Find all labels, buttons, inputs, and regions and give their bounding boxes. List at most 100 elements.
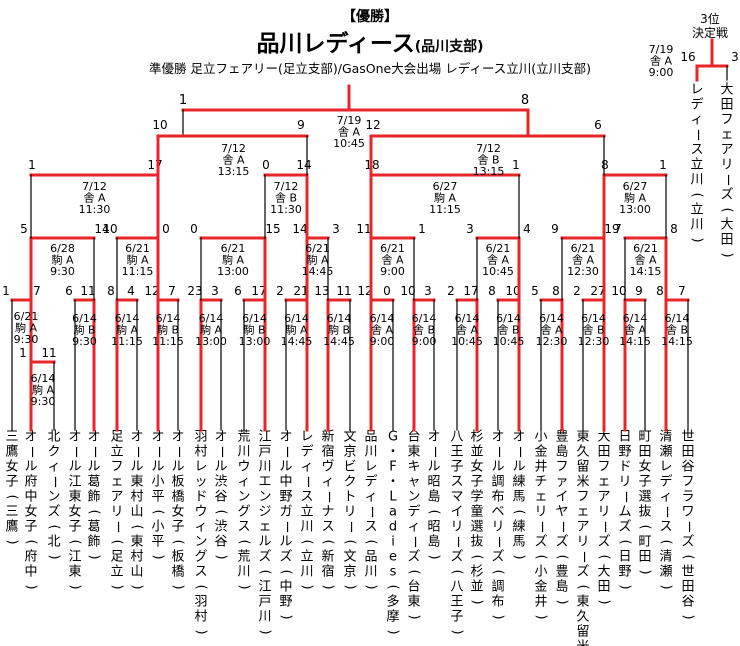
team-char: ス <box>300 490 313 505</box>
score: 10 <box>102 222 117 236</box>
schedule-text: 9:30 <box>72 335 97 348</box>
team-char: ー <box>618 490 633 503</box>
team-char: ヴ <box>321 459 334 475</box>
team-char: 子 <box>171 520 184 535</box>
team-char: 村 <box>130 490 143 505</box>
team-char: ル <box>512 460 525 475</box>
team-char: 府 <box>24 550 37 565</box>
team-char: オ <box>171 430 184 445</box>
team-char: 日 <box>618 550 631 565</box>
team-char: i <box>391 535 395 550</box>
schedule-text: 舎 A <box>381 254 403 267</box>
score: 17 <box>147 158 162 172</box>
schedule-text: 6/14 <box>455 312 480 325</box>
team-char: 昭 <box>427 475 440 490</box>
schedule-text: 10:45 <box>451 335 483 348</box>
team-char: 足 <box>110 430 123 445</box>
team-char: ) <box>171 584 186 589</box>
team-char: グ <box>237 505 250 520</box>
match-schedule: 6/14駒 A9:30 <box>31 372 56 408</box>
team-char: 田 <box>681 445 694 460</box>
team-char: 町 <box>638 430 651 445</box>
team-char: ( <box>681 554 696 559</box>
third-place-subtitle: 決定戦 <box>691 26 728 40</box>
schedule-text: 駒 A <box>200 324 222 337</box>
team-char: 井 <box>534 595 547 610</box>
team-char: 板 <box>171 475 184 490</box>
team-char: ) <box>24 584 39 589</box>
team-char: ン <box>258 490 271 505</box>
team-char: ル <box>171 460 184 475</box>
schedule-text: 14:45 <box>281 335 313 348</box>
team-char: ( <box>386 584 401 589</box>
team-char: 野 <box>279 490 292 505</box>
team-char: 島 <box>555 580 568 595</box>
team-char: オ <box>130 430 143 445</box>
team-char: 平 <box>151 535 164 550</box>
third-place-label: 3位 <box>700 12 720 26</box>
team-char: ア <box>720 143 733 158</box>
team-char: 童 <box>470 504 483 520</box>
team-char: 田 <box>597 445 610 460</box>
score: 6 <box>234 284 242 298</box>
score: 3 <box>466 222 474 236</box>
score: 10 <box>505 284 520 298</box>
team-char: レ <box>690 83 703 98</box>
team-char: 久 <box>576 610 589 625</box>
schedule-text: 6/14 <box>370 312 395 325</box>
score: 12 <box>144 284 159 298</box>
team-char: ( <box>300 539 315 544</box>
third-place-title: 3位 決定戦 <box>688 12 732 40</box>
team-char: ク <box>343 475 356 490</box>
team-char: ( <box>407 569 422 574</box>
team-char: ズ <box>47 504 60 520</box>
schedule-text: 舎 A <box>487 254 509 267</box>
schedule-text: 7/19 <box>649 43 674 56</box>
team-char: 子 <box>470 475 483 490</box>
team-char: リ <box>618 475 631 490</box>
team-char: ド <box>618 460 631 475</box>
team-char: 米 <box>576 475 589 490</box>
schedule-text: 駒 A <box>434 192 456 205</box>
team-char: 谷 <box>681 595 694 610</box>
team-char: 立 <box>110 565 123 580</box>
team-char: 世 <box>681 565 694 580</box>
team-char: 台 <box>407 580 420 595</box>
team-char: 小 <box>151 475 164 490</box>
team-char: 江 <box>68 475 81 490</box>
score: 8 <box>670 222 678 236</box>
team-char: ー <box>110 520 125 533</box>
team-char: 中 <box>279 580 292 595</box>
team-char: 立 <box>690 203 703 218</box>
team-char: 馬 <box>512 535 525 550</box>
team-char: 調 <box>491 580 504 595</box>
score: 3 <box>731 50 739 64</box>
team-char: 村 <box>130 550 143 565</box>
team-char: 子 <box>638 475 651 490</box>
schedule-text: 7/12 <box>82 180 107 193</box>
schedule-text: 舎 A <box>371 324 393 337</box>
schedule-text: 舎 A <box>624 324 646 337</box>
team-char: 杉 <box>470 565 483 580</box>
team-char: デ <box>690 97 703 113</box>
schedule-text: 9:30 <box>31 395 56 408</box>
schedule-text: 駒 A <box>624 192 646 205</box>
team-char: ー <box>47 475 62 488</box>
schedule-text: 舎 A <box>456 324 478 337</box>
team-char: 立 <box>300 550 313 565</box>
score: 10 <box>400 284 415 298</box>
team-char: ン <box>47 490 60 505</box>
team-char: 田 <box>681 580 694 595</box>
score: 9 <box>635 284 643 298</box>
team-char: ィ <box>300 460 313 475</box>
champion-name: 品川レディース <box>256 31 415 57</box>
schedule-text: 駒 A <box>306 254 328 267</box>
team-char: ) <box>450 629 465 634</box>
team-char: ) <box>720 252 735 257</box>
match-schedule: 6/14舎 B12:30 <box>578 312 610 348</box>
